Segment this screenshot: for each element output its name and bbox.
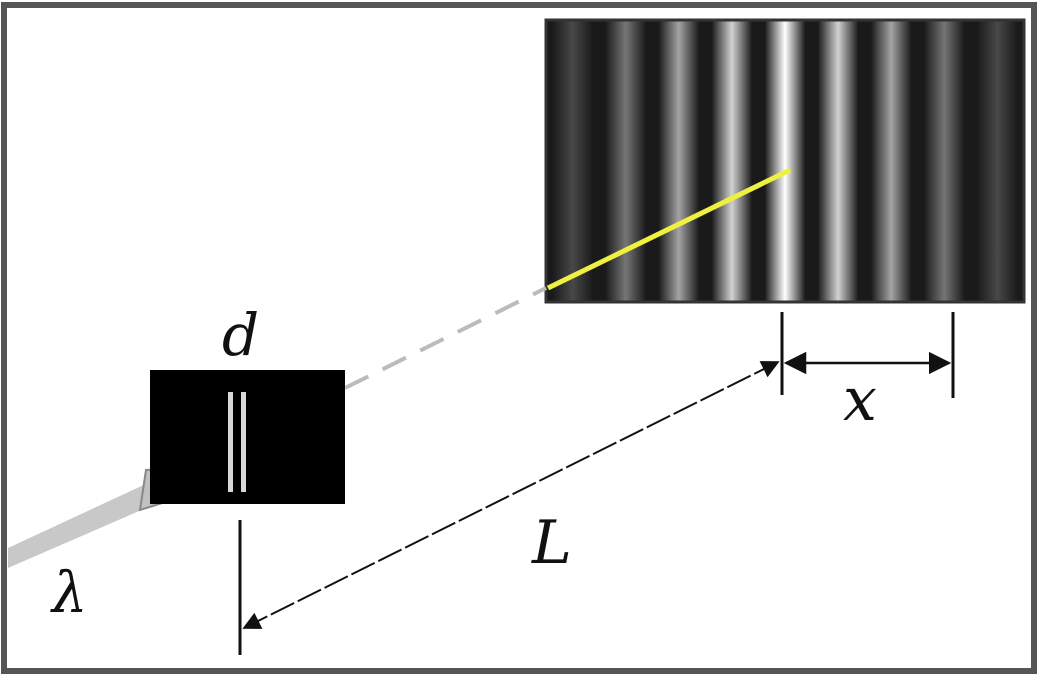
fringe-band xyxy=(977,20,1018,302)
slit-right xyxy=(241,392,246,492)
fringe-band xyxy=(924,20,965,302)
label-lambda: λ xyxy=(50,561,88,626)
fringe-bands xyxy=(552,20,1018,302)
incoming-beam xyxy=(8,482,150,568)
fringe-band xyxy=(552,20,593,302)
label-x: x xyxy=(843,365,877,435)
fringe-band xyxy=(764,20,806,302)
fringe-band xyxy=(658,20,699,302)
light-ray xyxy=(546,167,792,291)
fringe-band xyxy=(817,20,859,302)
fringe-band xyxy=(871,20,912,302)
screen-border xyxy=(544,18,1026,304)
dashed-path-line xyxy=(344,286,547,390)
label-d: d xyxy=(222,301,259,369)
label-l: L xyxy=(531,508,572,578)
double-slit-block xyxy=(150,370,345,504)
fringe-band xyxy=(711,20,753,302)
slit-barrier xyxy=(150,370,345,504)
interference-screen xyxy=(544,18,1026,304)
slit-left xyxy=(228,392,233,492)
l-dimension-arrow xyxy=(242,361,780,629)
